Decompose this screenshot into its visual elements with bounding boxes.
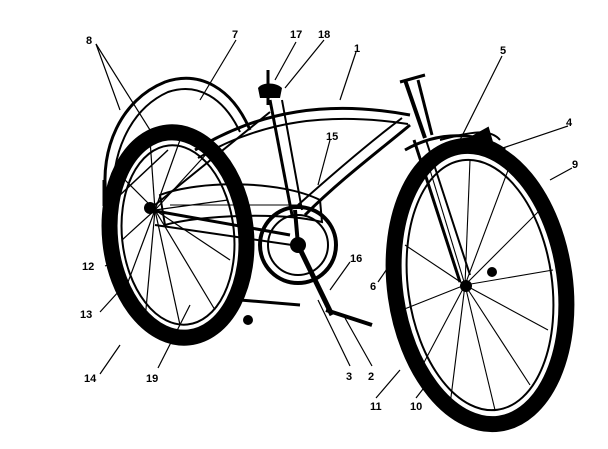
rear-wheel xyxy=(101,124,255,346)
callout-1: 1 xyxy=(354,43,360,55)
callout-2: 2 xyxy=(368,371,374,383)
callout-11: 11 xyxy=(370,401,382,413)
frame xyxy=(119,79,471,283)
callout-15: 15 xyxy=(326,131,338,143)
seat-assembly xyxy=(258,70,282,105)
callout-3: 3 xyxy=(346,371,352,383)
callout-9: 9 xyxy=(572,159,578,171)
callout-14: 14 xyxy=(84,373,97,385)
callout-16: 16 xyxy=(350,253,362,265)
callout-19: 19 xyxy=(146,373,158,385)
rear-fender xyxy=(102,76,252,206)
handlebar xyxy=(399,73,501,141)
callout-labels: 8 7 17 18 1 5 15 4 9 12 16 6 13 14 19 3 … xyxy=(80,29,578,413)
crankset xyxy=(258,205,373,327)
front-wheel xyxy=(385,137,575,433)
callout-5: 5 xyxy=(500,45,506,57)
kickstand xyxy=(239,298,301,325)
callout-18: 18 xyxy=(318,29,330,41)
callout-13: 13 xyxy=(80,309,92,321)
callout-6: 6 xyxy=(370,281,376,293)
callout-8: 8 xyxy=(86,35,92,47)
leader-lines xyxy=(95,39,573,399)
chain-guard xyxy=(158,183,324,227)
callout-12: 12 xyxy=(82,261,94,273)
callout-4: 4 xyxy=(566,117,573,129)
callout-10: 10 xyxy=(410,401,422,413)
callout-7: 7 xyxy=(232,29,238,41)
callout-17: 17 xyxy=(290,29,302,41)
